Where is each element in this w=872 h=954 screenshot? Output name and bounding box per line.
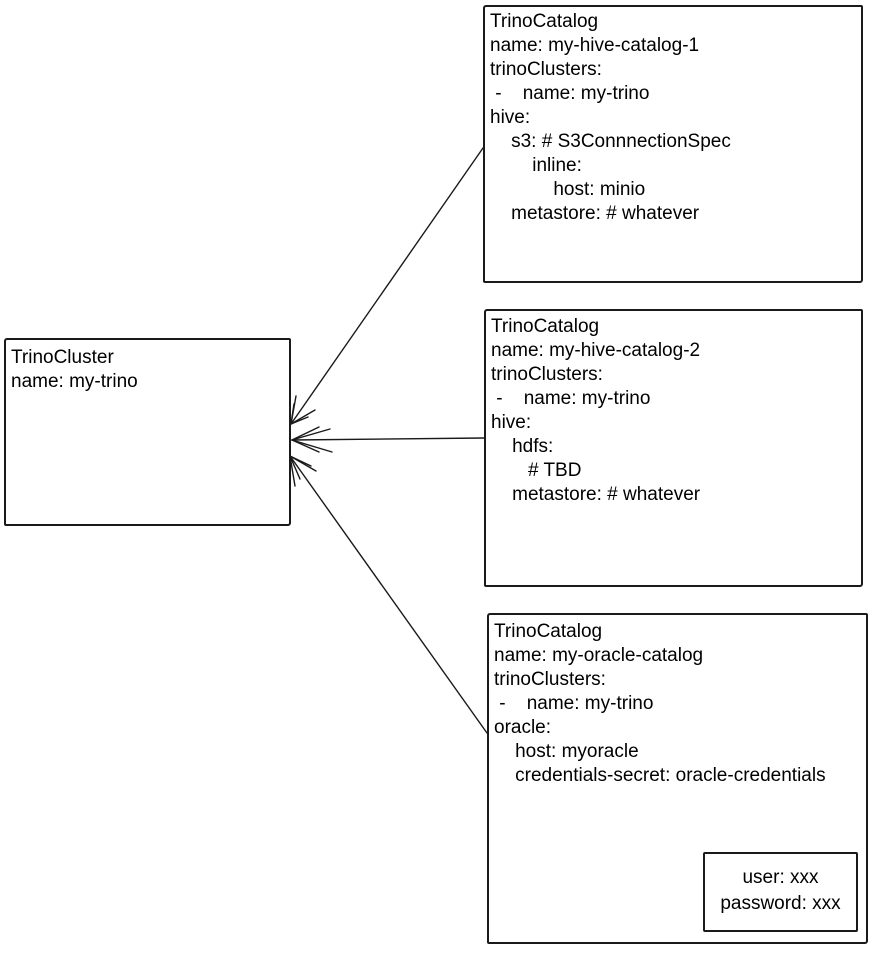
yaml-line: name: my-hive-catalog-2: [491, 340, 701, 361]
secret-line: user: xxx: [742, 867, 819, 888]
yaml-line: trinoClusters:: [494, 669, 606, 690]
yaml-line: - name: my-trino: [490, 83, 650, 104]
yaml-line: trinoClusters:: [490, 59, 602, 80]
yaml-line: TrinoCatalog: [491, 316, 600, 337]
yaml-line: credentials-secret: oracle-credentials: [494, 765, 826, 786]
connector-line: [289, 455, 488, 734]
trino-cluster-box: TrinoCluster name: my-trino: [4, 338, 291, 526]
yaml-line: name: my-oracle-catalog: [494, 645, 704, 666]
secret-line: password: xxx: [720, 893, 841, 914]
yaml-line: TrinoCluster: [11, 347, 114, 368]
yaml-line: inline:: [490, 155, 582, 176]
yaml-line: hdfs:: [491, 436, 554, 457]
connector-catalog2-to-cluster: [289, 426, 485, 453]
yaml-line: name: my-hive-catalog-1: [490, 35, 700, 56]
arrowhead-icon: [290, 395, 316, 426]
connector-line: [291, 437, 485, 441]
connector-catalog3-to-cluster: [288, 454, 488, 734]
yaml-line: metastore: # whatever: [491, 484, 701, 505]
arrowhead-icon: [288, 454, 312, 480]
arrowhead-icon: [290, 403, 309, 426]
arrowhead-icon: [289, 428, 333, 453]
yaml-line: hive:: [491, 412, 532, 433]
yaml-line: TrinoCatalog: [490, 11, 599, 32]
arrowhead-icon: [289, 454, 317, 487]
yaml-line: metastore: # whatever: [490, 203, 700, 224]
yaml-line: host: myoracle: [494, 741, 639, 762]
yaml-line: - name: my-trino: [494, 693, 654, 714]
oracle-credentials-secret-box: user: xxx password: xxx: [703, 852, 858, 932]
trino-catalog-hive-1-box: TrinoCatalog name: my-hive-catalog-1 tri…: [483, 5, 863, 283]
yaml-line: s3: # S3ConnnectionSpec: [490, 131, 731, 152]
yaml-line: trinoClusters:: [491, 364, 603, 385]
trino-catalog-hive-2-box: TrinoCatalog name: my-hive-catalog-2 tri…: [484, 309, 863, 587]
connector-line: [290, 147, 484, 425]
yaml-line: hive:: [490, 107, 531, 128]
yaml-line: host: minio: [490, 179, 646, 200]
yaml-line: TrinoCatalog: [494, 621, 603, 642]
yaml-line: # TBD: [491, 460, 582, 481]
yaml-line: - name: my-trino: [491, 388, 651, 409]
yaml-line: name: my-trino: [11, 371, 138, 392]
trino-catalog-oracle-box: TrinoCatalog name: my-oracle-catalog tri…: [487, 613, 868, 944]
yaml-line: oracle:: [494, 717, 552, 738]
arrowhead-icon: [290, 426, 320, 453]
connector-catalog1-to-cluster: [290, 147, 484, 426]
